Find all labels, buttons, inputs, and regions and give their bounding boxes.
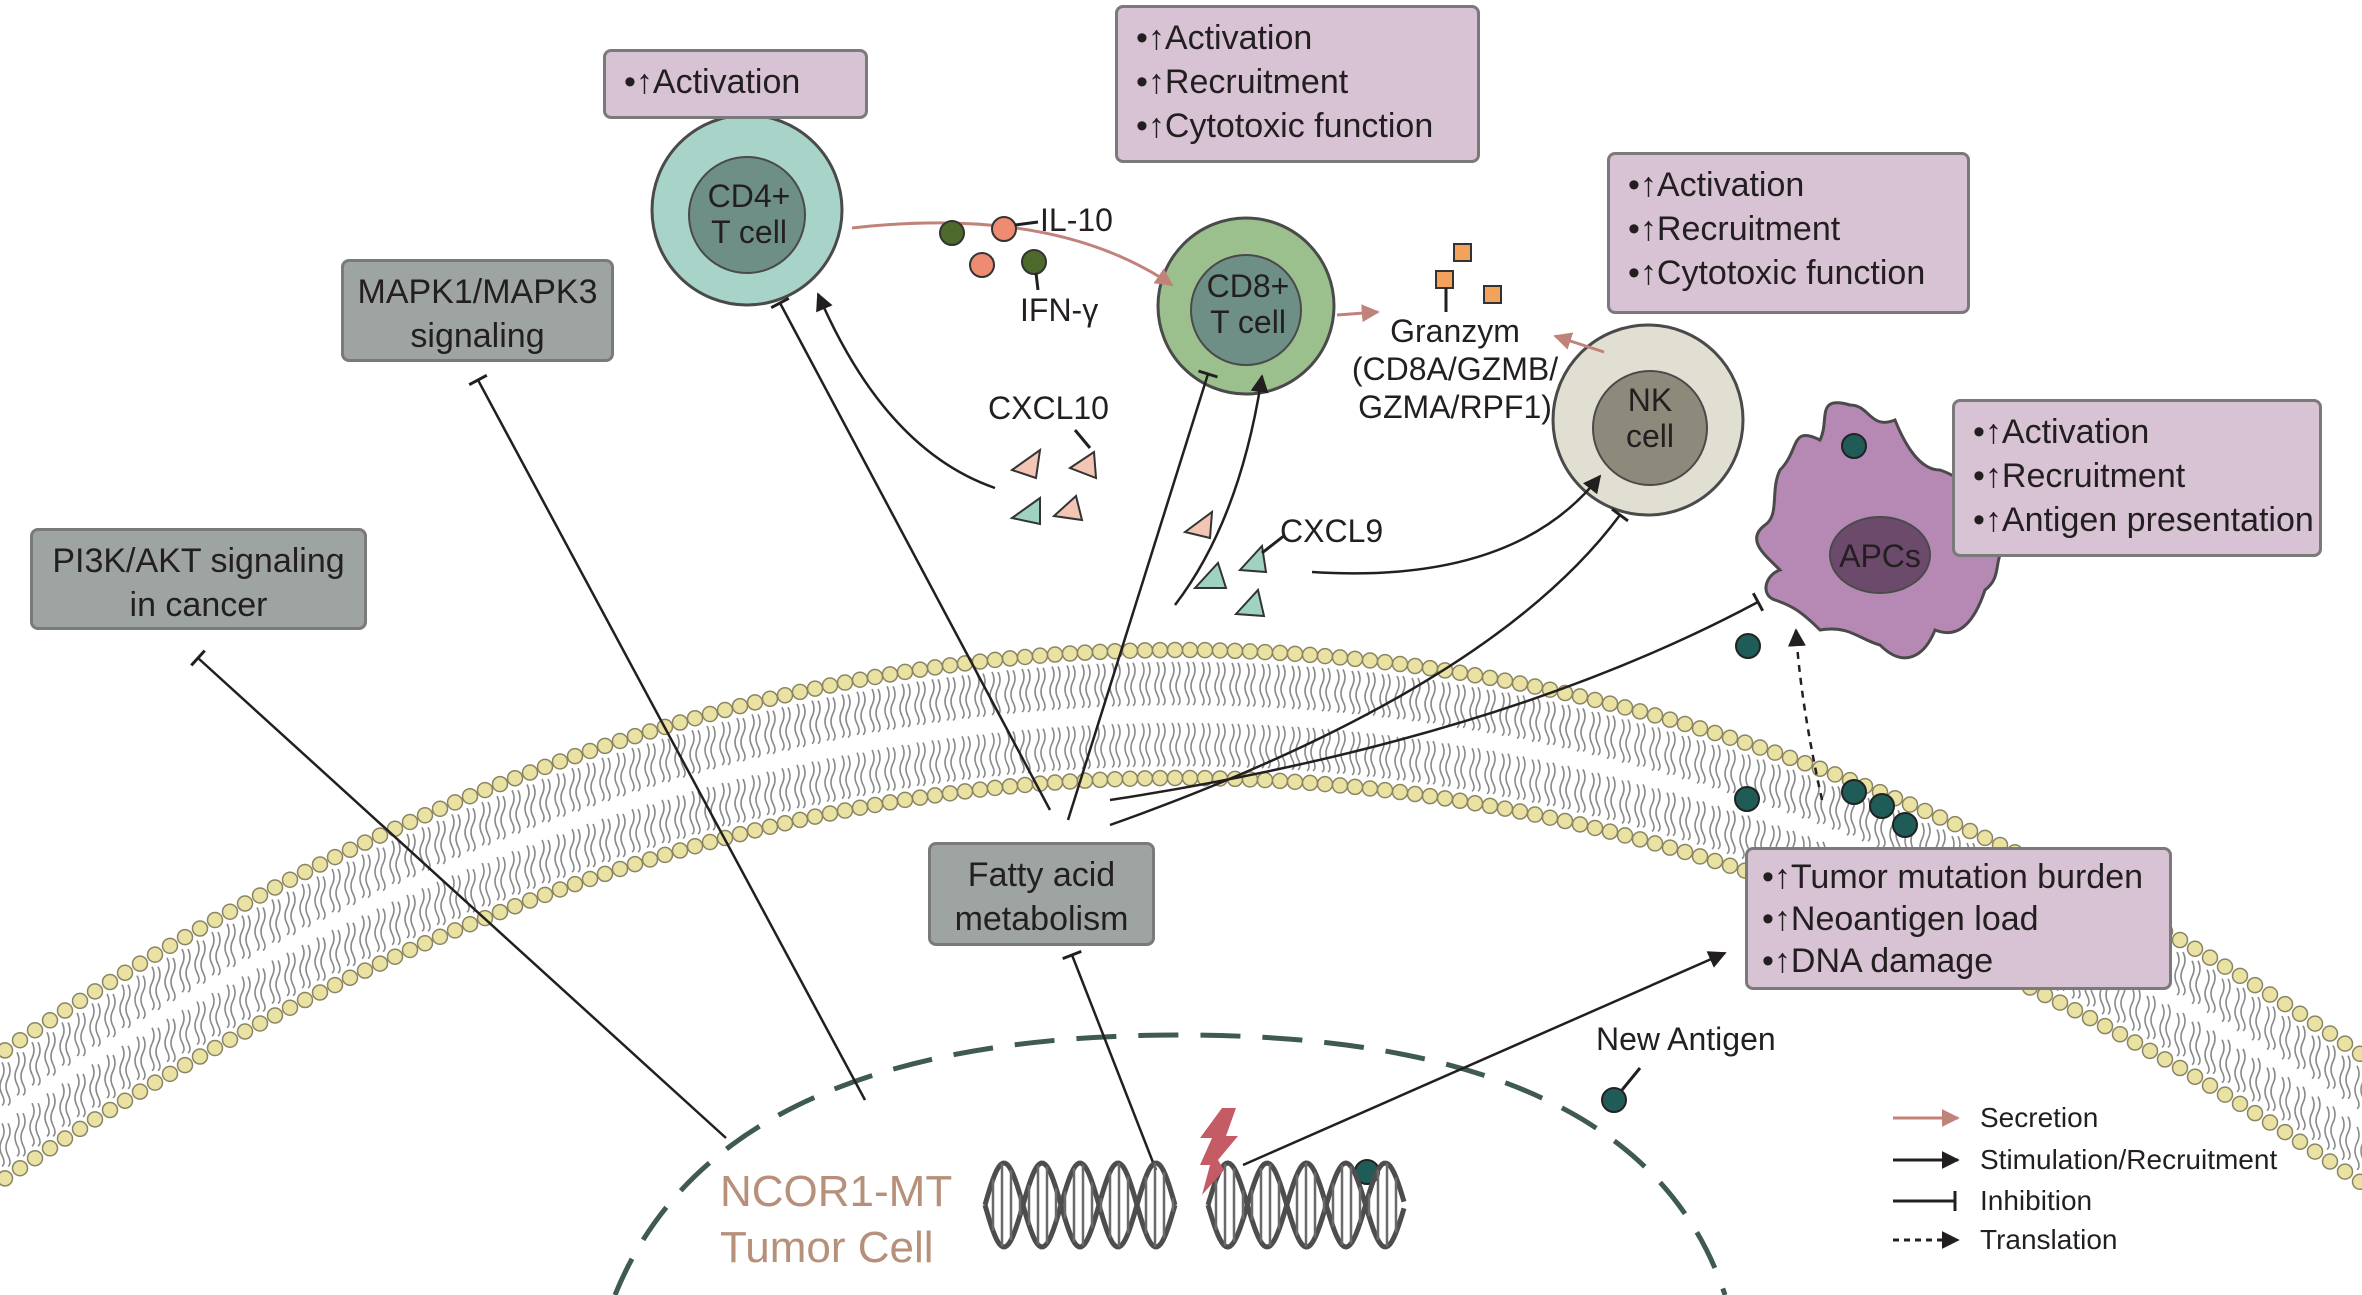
cytokine-dot [991,216,1017,242]
lightning-bolt-icon [1200,1108,1238,1195]
fatty-acid-box[interactable]: Fatty acid metabolism [928,842,1155,946]
inhibition-line-pi3k [190,649,727,1139]
cd8-effect-box: •↑Activation •↑Recruitment •↑Cytotoxic f… [1115,5,1480,163]
tumor-cell-label: NCOR1-MT Tumor Cell [720,1164,952,1276]
mapk-pathway-box[interactable]: MAPK1/MAPK3 signaling [341,259,614,362]
granzym-label-line: (CD8A/GZMB/ [1351,351,1559,387]
granzym-label-line: GZMA/RPF1) [1358,389,1552,425]
apc-effect-item: •↑Antigen presentation [1973,501,2314,539]
cd8-effect-item: •↑Activation [1136,19,1313,57]
inhibition-line-apc [1109,592,1765,802]
stimulation-arrow-cd4 [816,292,996,490]
cd8-cell-label-line: T cell [1210,304,1286,340]
nk-cell-label-line: cell [1625,418,1674,454]
granzym-label-line: Granzym [1390,313,1520,349]
tumor-effect-item: •↑Tumor mutation burden [1762,858,2144,896]
inhibition-line-cd8 [1066,369,1218,821]
cd8-effect-item: •↑Recruitment [1136,63,1349,101]
apc-effect-item: •↑Activation [1973,413,2150,451]
secretion-arrow-cd8-granzym [1336,304,1380,323]
cd4-cell-label-line: CD4+ [707,178,791,214]
secretion-arrow-cd4-cd8 [851,221,1174,287]
cxcl9-label: CXCL9 [1280,513,1384,549]
tumor-effect-item: •↑DNA damage [1762,942,1994,980]
cd4-cell-label: CD4+ T cell [689,178,809,250]
new-antigen-label: New Antigen [1596,1021,1776,1057]
nk-cell-label: NK cell [1590,382,1710,454]
cxcl10-triangle [1009,496,1041,526]
inhibition-line-nk [1109,507,1629,827]
legend-stimulation-label: Stimulation/Recruitment [1980,1144,2278,1175]
cxcl9-triangle [1233,587,1266,618]
ifng-label: IFN-γ [1020,292,1099,328]
tumor-effect-item: •↑Neoantigen load [1762,900,2039,938]
stimulation-arrow-tumor-box [1242,951,1727,1167]
cytokine-dot [969,252,995,278]
cytokine-dot [1021,249,1047,275]
cxcl9-triangle [1237,543,1268,574]
mapk-pathway-label: signaling [410,317,545,355]
stimulation-arrow-nk [1311,474,1602,575]
dna-helix [982,1160,1178,1250]
nk-effect-item: •↑Recruitment [1628,210,1841,248]
fatty-acid-label: Fatty acid [967,856,1116,894]
granzyme-square [1435,270,1454,289]
nucleus-outline [612,1032,1728,1295]
cd4-effect-box: •↑Activation [603,49,868,119]
cd8-t-cell[interactable] [1156,216,1336,396]
apc-cell[interactable] [1755,401,2029,660]
granzyme-square [1483,285,1502,304]
cxcl9-triangle [1192,561,1228,589]
legend-inhibition-label: Inhibition [1980,1185,2093,1216]
nk-effect-item: •↑Cytotoxic function [1628,254,1926,292]
pi3k-pathway-label: PI3K/AKT signaling [52,542,345,580]
inhibition-line-fatty [1062,949,1158,1171]
cxcl10-triangle [1009,447,1042,480]
cxcl9-triangle [1182,509,1214,540]
il10-label: IL-10 [1040,202,1113,238]
tumor-cell-label-line: Tumor Cell [720,1223,934,1272]
cytokine-dot [939,220,965,246]
granzym-label: Granzym (CD8A/GZMB/ GZMA/RPF1) [1335,312,1575,426]
tumor-cell-label-line: NCOR1-MT [720,1167,953,1216]
antigen-dot [1734,786,1760,812]
stimulation-arrow-cd8 [1174,374,1269,606]
dna-helix [1205,1160,1407,1250]
cd8-cell-label-line: CD8+ [1206,268,1290,304]
cxcl10-triangle [1051,494,1084,522]
inhibition-line-cd4 [770,296,1052,811]
nk-effect-box: •↑Activation •↑Recruitment •↑Cytotoxic f… [1607,152,1970,314]
cd4-cell-label-line: T cell [711,214,787,250]
antigen-dot [1892,812,1918,838]
pi3k-pathway-box[interactable]: PI3K/AKT signaling in cancer [30,528,367,630]
fatty-acid-label: metabolism [954,900,1129,938]
cxcl10-triangle [1067,450,1098,480]
antigen-dot [1735,633,1761,659]
cd4-effect-item: •↑Activation [624,63,801,101]
secretion-arrow-nk-granzym [1553,332,1605,354]
pi3k-pathway-label: in cancer [129,586,268,624]
antigen-dot [1601,1087,1627,1113]
apc-effect-item: •↑Recruitment [1973,457,2186,495]
mapk-pathway-label: MAPK1/MAPK3 [357,273,598,311]
nk-cell[interactable] [1551,323,1745,517]
translation-arrow [1787,628,1824,801]
nk-cell-label-line: NK [1627,382,1673,418]
antigen-dot [1841,433,1867,459]
antigen-dot [1869,793,1895,819]
granzyme-square [1453,243,1472,262]
legend-translation-label: Translation [1980,1224,2118,1255]
nk-effect-item: •↑Activation [1628,166,1805,204]
cd8-cell-label: CD8+ T cell [1188,268,1308,340]
legend-secretion-label: Secretion [1980,1102,2099,1133]
cxcl10-label: CXCL10 [988,390,1109,426]
cd8-effect-item: •↑Cytotoxic function [1136,107,1434,145]
tumor-effect-box: •↑Tumor mutation burden •↑Neoantigen loa… [1745,847,2172,990]
antigen-dot [1841,779,1867,805]
apc-cell-label: APCs [1839,538,1921,574]
apc-effect-box: •↑Activation •↑Recruitment •↑Antigen pre… [1952,399,2322,557]
cd4-t-cell[interactable] [650,113,844,307]
inhibition-line-mapk [468,373,867,1101]
